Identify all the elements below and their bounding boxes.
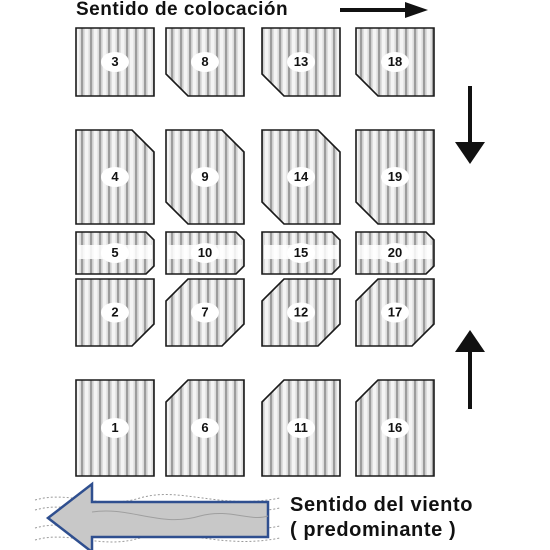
roof-panel: 2 [75, 278, 155, 347]
panel-number-background [381, 167, 409, 187]
panel-number: 15 [294, 245, 308, 260]
arrow-down-icon [455, 86, 485, 164]
roof-panel: 7 [165, 278, 245, 347]
panel-number-background [287, 167, 315, 187]
roof-panel: 13 [261, 27, 341, 97]
panel-number: 11 [294, 420, 308, 435]
roof-panel: 10 [165, 231, 245, 275]
panel-number: 2 [111, 305, 118, 320]
panel-number-background [101, 418, 129, 438]
panel-number-background [287, 243, 315, 263]
panel-number: 13 [294, 54, 308, 69]
arrow-right-icon [340, 2, 428, 18]
panel-number-background [191, 418, 219, 438]
panel-number-background [381, 418, 409, 438]
panel-number-background [287, 52, 315, 72]
roof-panel: 16 [355, 379, 435, 477]
panel-number: 5 [111, 245, 118, 260]
wind-label-line2: ( predominante ) [290, 519, 457, 541]
panel-number-background [101, 167, 129, 187]
panel-number: 17 [388, 305, 402, 320]
roof-panel: 1 [75, 379, 155, 477]
panel-number: 9 [201, 169, 208, 184]
panel-number: 20 [388, 245, 402, 260]
roof-panel: 15 [261, 231, 341, 275]
panel-number-background [191, 52, 219, 72]
roof-panel: 5 [75, 231, 155, 275]
panel-number-background [101, 52, 129, 72]
panel-number-background [101, 243, 129, 263]
wind-label-line1: Sentido del viento [290, 494, 474, 516]
panel-number-background [191, 243, 219, 263]
roof-panel: 17 [355, 278, 435, 347]
panel-number: 1 [111, 420, 118, 435]
panel-number-background [287, 302, 315, 323]
panel-number-background [191, 302, 219, 323]
panel-number: 12 [294, 305, 308, 320]
roof-panel: 14 [261, 129, 341, 225]
laying-direction-title: Sentido de colocación [76, 0, 289, 20]
panel-number-background [101, 302, 129, 323]
roof-panel: 12 [261, 278, 341, 347]
panel-number: 16 [388, 420, 402, 435]
panel-number: 8 [201, 54, 208, 69]
roof-panel: 3 [75, 27, 155, 97]
panel-number-background [191, 167, 219, 187]
panel-number-background [381, 302, 409, 323]
panel-number-background [381, 243, 409, 263]
panel-number: 6 [201, 420, 208, 435]
roof-panel: 9 [165, 129, 245, 225]
panel-number: 3 [111, 54, 118, 69]
panel-number: 10 [198, 245, 212, 260]
panel-number: 14 [294, 169, 309, 184]
panel-number: 18 [388, 54, 402, 69]
roof-panel: 6 [165, 379, 245, 477]
roof-panel: 18 [355, 27, 435, 97]
roof-panel: 8 [165, 27, 245, 97]
arrow-left-icon [34, 481, 281, 550]
panel-number-background [287, 418, 315, 438]
wind-direction-label: Sentido del viento ( predominante ) [290, 493, 473, 543]
roof-panel: 19 [355, 129, 435, 225]
arrow-up-icon [455, 330, 485, 409]
panel-number: 19 [388, 169, 402, 184]
panel-number: 4 [111, 169, 119, 184]
roof-panel: 11 [261, 379, 341, 477]
roof-panel: 4 [75, 129, 155, 225]
panel-number: 7 [201, 305, 208, 320]
panel-number-background [381, 52, 409, 72]
roof-panel: 20 [355, 231, 435, 275]
